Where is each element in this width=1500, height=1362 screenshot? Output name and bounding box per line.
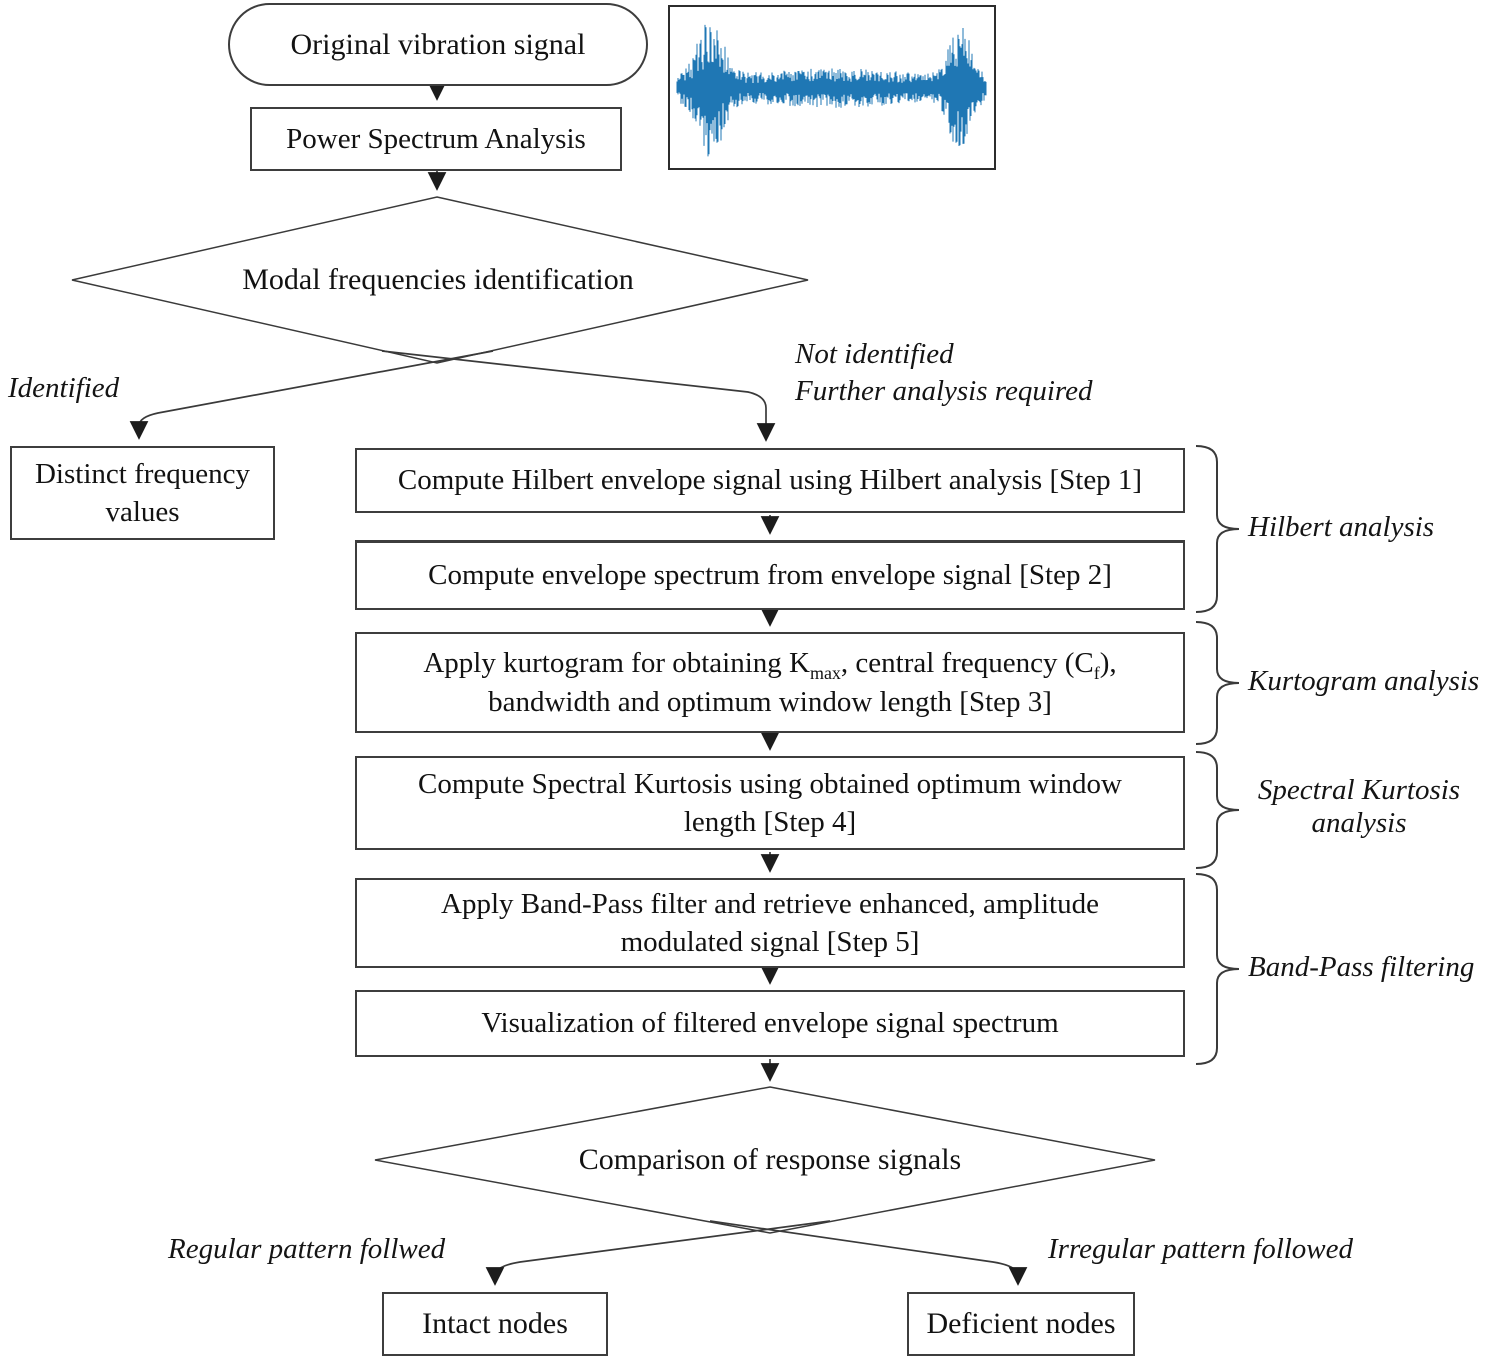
step3-part2: , central frequency (C xyxy=(840,647,1094,680)
vibration-waveform xyxy=(676,24,987,156)
irregular-pattern-label: Irregular pattern followed xyxy=(1048,1233,1354,1265)
kurtogram-analysis-group-label: Kurtogram analysis xyxy=(1248,665,1480,697)
brace-kurtogram-analysis xyxy=(1195,621,1240,745)
distinct-values-label: Distinct frequency values xyxy=(34,457,250,528)
brace-hilbert-analysis xyxy=(1195,445,1240,613)
hilbert-analysis-group-label: Hilbert analysis xyxy=(1248,511,1435,543)
step3-label: Apply kurtogram for obtaining Kmax, cent… xyxy=(369,644,1171,721)
step3-part3: ), bandwidth and optimum window length [… xyxy=(488,647,1117,718)
arrow-irregular-branch xyxy=(709,1220,1028,1286)
step6-label: Visualization of filtered envelope signa… xyxy=(481,1007,1059,1040)
arrow-identified-branch xyxy=(129,350,494,440)
regular-pattern-label: Regular pattern follwed xyxy=(168,1233,446,1265)
flow-arrows xyxy=(71,82,1156,1286)
identified-label: Identified xyxy=(8,372,120,404)
brace-band-pass-filtering xyxy=(1195,873,1240,1065)
spectral-kurtosis-group-label: Spectral Kurtosis analysis xyxy=(1257,774,1461,839)
step3-sub-max: max xyxy=(809,663,841,684)
intact-nodes-label: Intact nodes xyxy=(422,1307,568,1341)
power-spectrum-label: Power Spectrum Analysis xyxy=(286,122,586,155)
step1-label: Compute Hilbert envelope signal using Hi… xyxy=(397,464,1143,497)
step2-label: Compute envelope spectrum from envelope … xyxy=(428,559,1112,592)
start-terminator: Original vibration signal xyxy=(228,3,648,86)
step6-visualization-box: Visualization of filtered envelope signa… xyxy=(355,990,1185,1057)
deficient-nodes-box: Deficient nodes xyxy=(907,1292,1135,1356)
step4-label: Compute Spectral Kurtosis using obtained… xyxy=(417,767,1122,838)
step3-part1: Apply kurtogram for obtaining K xyxy=(423,647,810,680)
decision-diamond-modal-frequencies xyxy=(71,196,809,364)
arrow-not-identified-branch xyxy=(381,350,776,442)
band-pass-filtering-group-label: Band-Pass filtering xyxy=(1248,951,1475,983)
arrow-regular-branch xyxy=(485,1220,831,1286)
step4-spectral-kurtosis-box: Compute Spectral Kurtosis using obtained… xyxy=(355,756,1185,850)
group-braces xyxy=(1195,445,1240,1065)
vibration-waveform-trace xyxy=(676,24,987,156)
step3-sub-f: f xyxy=(1093,663,1100,684)
not-identified-label-line1: Not identified xyxy=(795,338,954,370)
step1-hilbert-envelope-box: Compute Hilbert envelope signal using Hi… xyxy=(355,448,1185,513)
deficient-nodes-label: Deficient nodes xyxy=(926,1307,1116,1341)
distinct-values-box: Distinct frequency values xyxy=(10,446,275,540)
power-spectrum-box: Power Spectrum Analysis xyxy=(250,107,622,171)
step3-kurtogram-box: Apply kurtogram for obtaining Kmax, cent… xyxy=(355,632,1185,733)
step5-label: Apply Band-Pass filter and retrieve enha… xyxy=(441,887,1099,958)
not-identified-label-line2: Further analysis required xyxy=(795,375,1093,407)
waveform-panel xyxy=(668,5,996,170)
start-terminator-label: Original vibration signal xyxy=(290,27,586,61)
decision1-label: Modal frequencies identification xyxy=(242,263,634,296)
step2-envelope-spectrum-box: Compute envelope spectrum from envelope … xyxy=(355,540,1185,610)
decision2-label: Comparison of response signals xyxy=(578,1143,962,1176)
intact-nodes-box: Intact nodes xyxy=(382,1292,608,1356)
step5-bandpass-filter-box: Apply Band-Pass filter and retrieve enha… xyxy=(355,878,1185,968)
brace-spectral-kurtosis-analysis xyxy=(1195,751,1240,869)
decision-diamond-comparison xyxy=(374,1086,1156,1234)
